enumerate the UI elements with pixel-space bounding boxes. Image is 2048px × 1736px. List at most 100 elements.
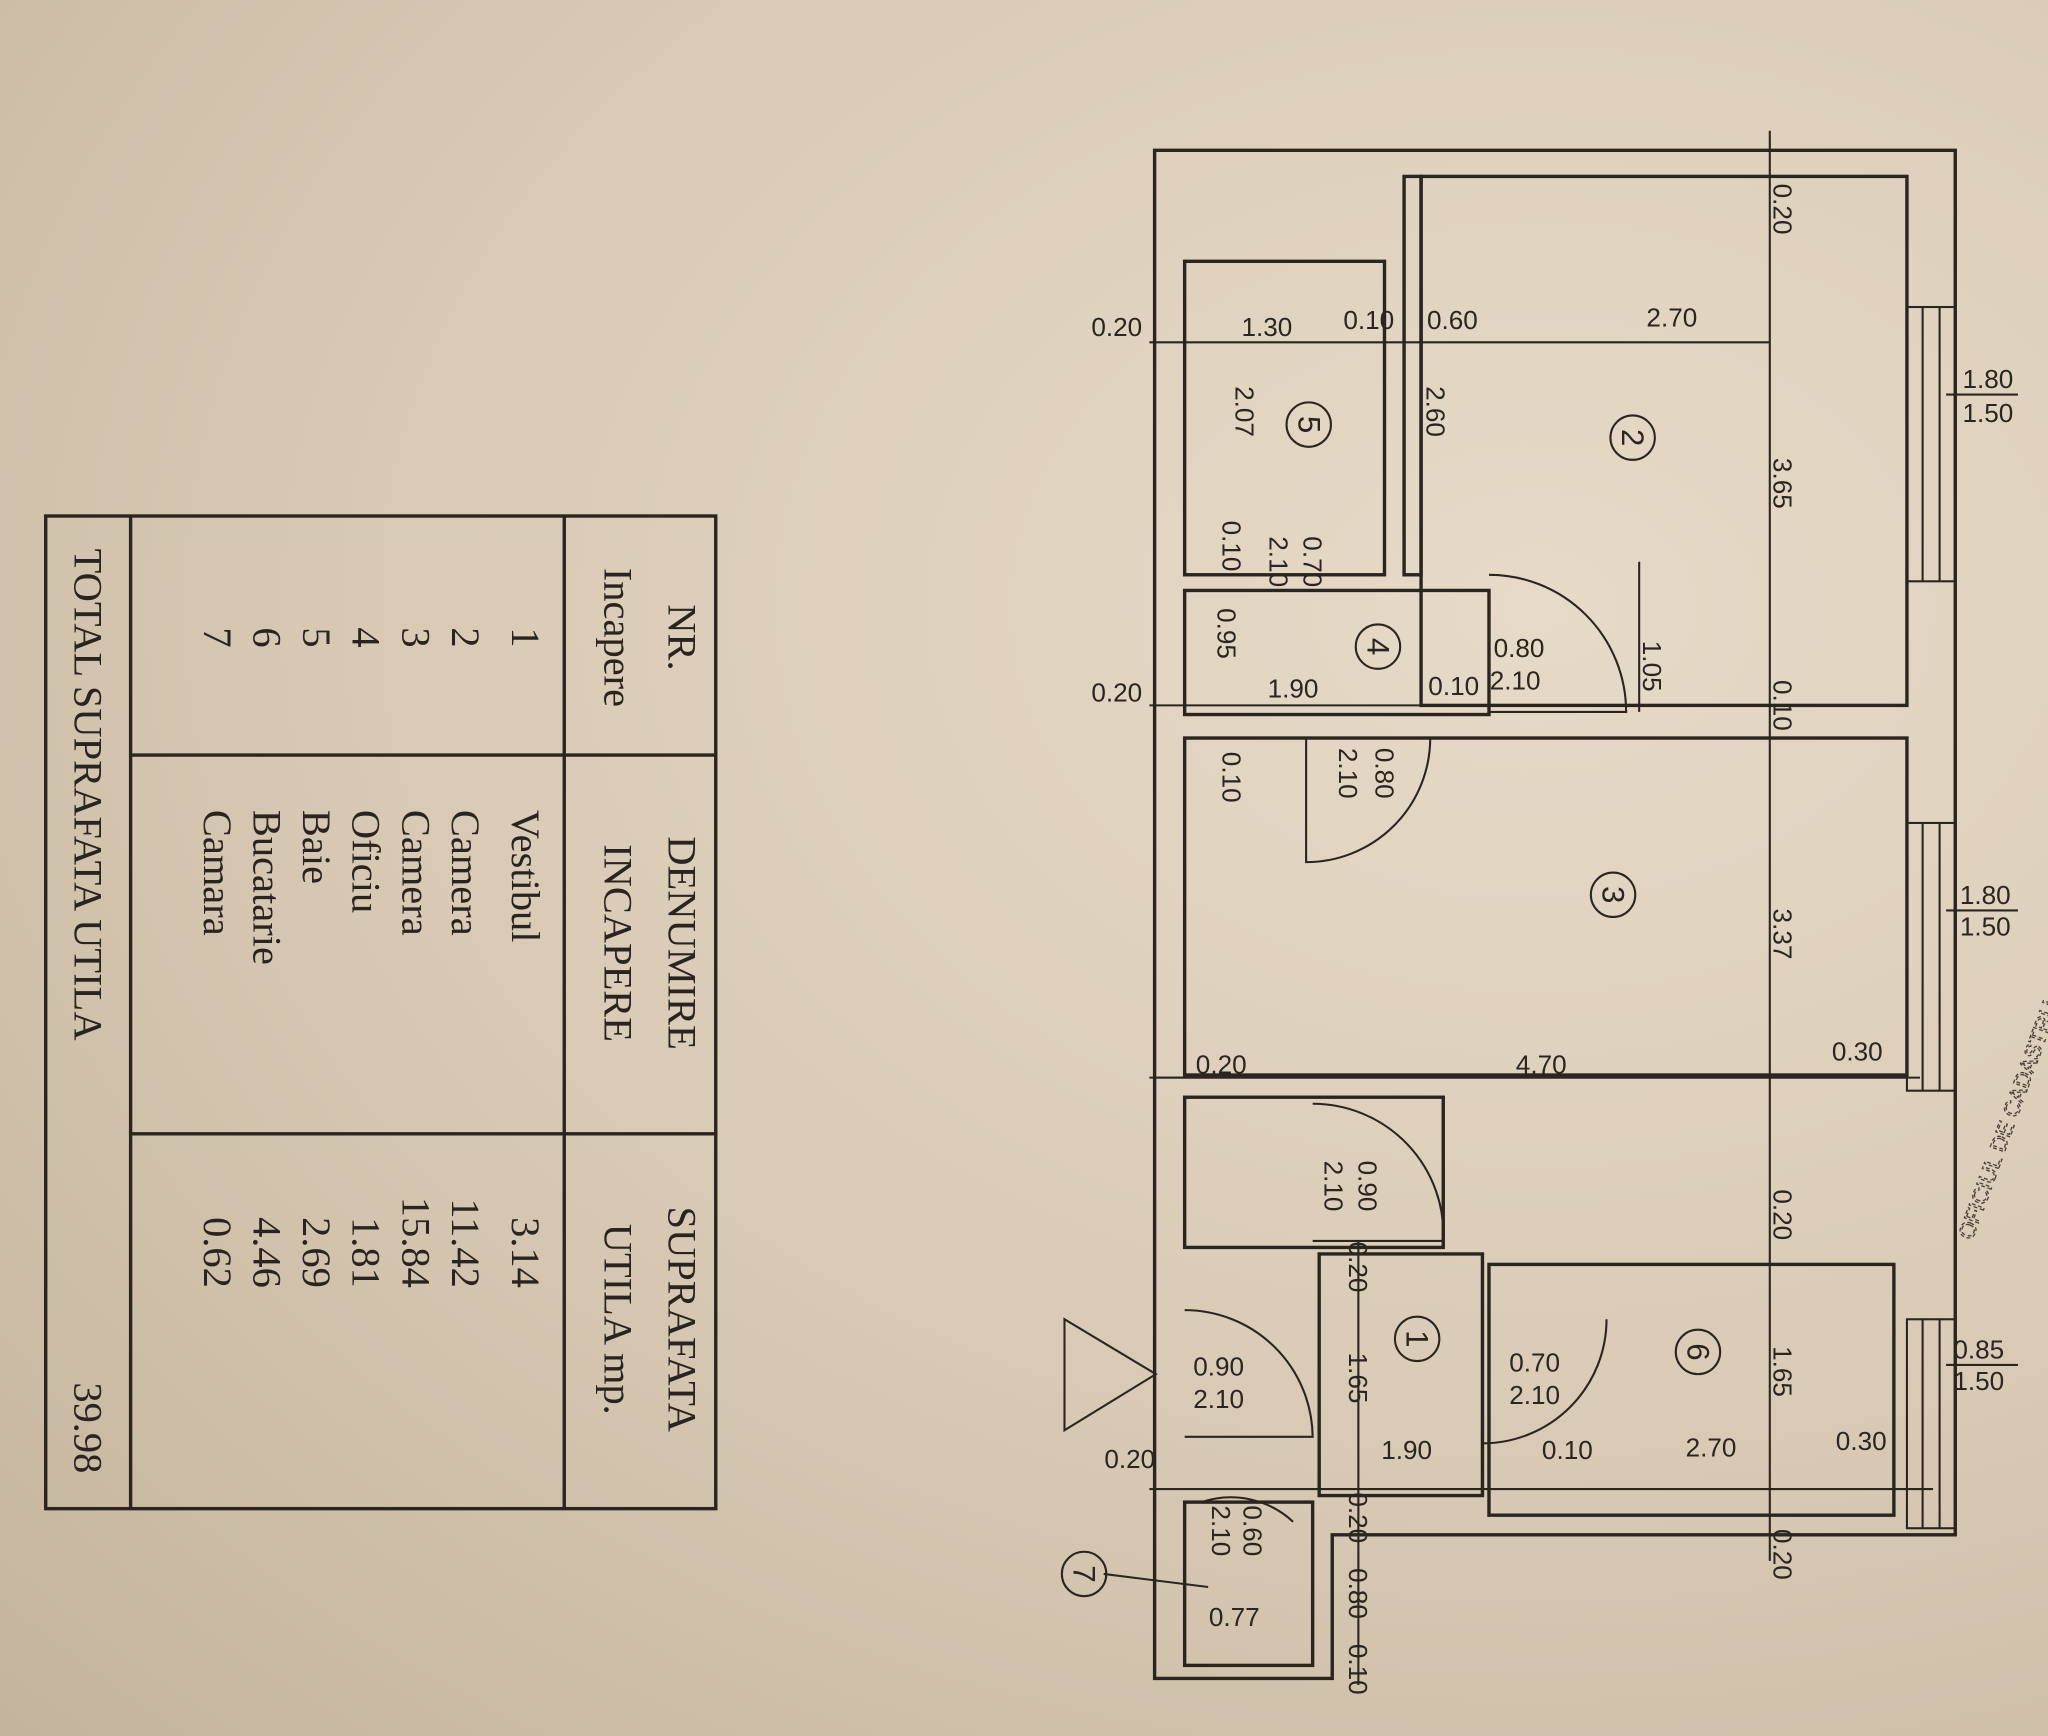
dimension-labels-vertical: 0.20 3.65 0.10 3.37 0.20 1.65 0.20 2.07 … [1206,184,1798,1695]
table-row: 1 Vestibul 3.14 [503,627,548,1288]
row-area: 0.62 [195,1217,240,1288]
row-area: 15.84 [393,1197,438,1288]
header-name-sub: INCAPERE [596,844,641,1042]
row-name: Camera [393,810,438,936]
door-width: 0.60 [1237,1505,1267,1556]
window-width: 1.80 [1960,880,2011,910]
door-height: 2.10 [1490,666,1541,696]
row-area: 11.42 [443,1198,488,1288]
dim-label: 0.10 [1542,1435,1593,1465]
room-number: 4 [1361,638,1396,655]
row-name: Oficiu [344,810,389,913]
window-width: 1.80 [1963,364,2014,394]
dim-label: 3.65 [1768,458,1798,509]
row-area: 3.14 [503,1217,548,1288]
row-nr: 1 [503,627,548,647]
dim-label: 0.95 [1211,608,1241,659]
dim-label: 0.30 [1836,1426,1887,1456]
row-nr: 3 [393,627,438,647]
dim-label: 0.20 [1091,312,1142,342]
window-height: 1.50 [1960,911,2011,941]
room-number: 3 [1596,886,1631,903]
dim-label: 0.20 [1196,1050,1247,1080]
window-height: 1.50 [1963,398,2014,428]
dim-label: 0.10 [1217,752,1247,803]
dim-label: 4.70 [1516,1050,1567,1080]
door-width: 0.70 [1509,1348,1560,1378]
row-nr: 4 [344,627,389,647]
table-row: 2 Camera 11.42 [443,627,488,1288]
dim-label: 0.20 [1768,184,1798,235]
dim-label: 1.90 [1381,1435,1432,1465]
dim-label: 0.30 [1832,1037,1883,1067]
row-name: Bucatarie [244,810,289,965]
header-nr: NR. [660,604,705,670]
door-height: 2.10 [1509,1380,1560,1410]
cadastre-stamp: OFICIUL DE CADASTRU [1953,997,2048,1242]
dim-label: 0.20 [1343,1242,1373,1293]
table-row: 5 Baie 2.69 [294,627,339,1288]
row-nr: 5 [294,627,339,647]
room-number: 1 [1400,1330,1435,1347]
total-value: 39.98 [65,1382,110,1473]
area-table: NR. Incapere DENUMIRE INCAPERE SUPRAFATA… [44,514,718,1511]
table-row: 3 Camera 15.84 [393,627,438,1288]
door-height: 2.10 [1333,748,1363,799]
room-numbers: 2 5 4 3 1 6 7 [1060,401,1722,1598]
row-nr: 7 [195,627,240,647]
row-name: Baie [294,810,339,884]
dim-label: 0.20 [1768,1529,1798,1580]
door-width: 0.70 [1298,536,1328,587]
dim-label: 2.60 [1420,386,1450,437]
dim-label: 1.65 [1768,1346,1798,1397]
dimension-labels-horizontal: 0.20 1.30 0.10 0.60 2.70 0.20 1.90 0.10 … [1091,303,2013,1633]
header-nr-sub: Incapere [596,568,641,707]
row-area: 1.81 [344,1217,389,1288]
door-width: 0.80 [1494,633,1545,663]
table-row: 4 Oficiu 1.81 [344,627,389,1288]
window-height: 1.50 [1953,1366,2004,1396]
room-number: 2 [1615,429,1650,446]
row-area: 4.46 [244,1217,289,1288]
door-height: 2.10 [1193,1384,1244,1414]
dim-label: 2.70 [1646,303,1697,333]
row-name: Vestibul [503,810,548,943]
dim-label: 2.07 [1230,386,1260,437]
room-number: 7 [1067,1565,1102,1582]
dim-label: 0.60 [1427,305,1478,335]
windows [1905,305,1957,1530]
window-width: 0.85 [1953,1334,2004,1364]
door-height: 2.10 [1318,1161,1348,1212]
row-nr: 6 [244,627,289,647]
total-label: TOTAL SUPRAFATA UTILA [65,549,110,1041]
header-name: DENUMIRE [660,836,705,1050]
room-number: 5 [1291,416,1326,433]
table-row: 7 Camara 0.62 [195,627,240,1288]
header-area-sub: UTILA mp. [596,1224,641,1415]
dim-label: 2.70 [1686,1432,1737,1462]
door-width: 0.80 [1369,748,1399,799]
row-name: Camara [195,810,240,936]
table-row: 6 Bucatarie 4.46 [244,627,289,1288]
door-height: 2.10 [1264,536,1294,587]
door-height: 2.10 [1206,1505,1236,1556]
header-area: SUPRAFATA [660,1207,705,1432]
dim-label: 0.10 [1217,521,1247,572]
room-number: 6 [1681,1343,1716,1360]
dim-label: 0.10 [1768,680,1798,731]
dim-label: 1.90 [1268,674,1319,704]
dim-label: 0.80 [1343,1568,1373,1619]
door-swings [1184,573,1628,1523]
dim-label: 1.65 [1343,1353,1373,1404]
door-width: 0.90 [1193,1351,1244,1381]
door-width: 0.90 [1352,1161,1382,1212]
dim-label: 0.20 [1343,1492,1373,1543]
dim-label: 0.10 [1343,305,1394,335]
dim-label: 0.77 [1209,1602,1260,1632]
row-name: Camera [443,810,488,936]
dim-label: 0.20 [1104,1444,1155,1474]
entrance-marker-icon [1063,1317,1158,1433]
row-nr: 2 [443,627,488,647]
dim-label: 0.20 [1091,677,1142,707]
